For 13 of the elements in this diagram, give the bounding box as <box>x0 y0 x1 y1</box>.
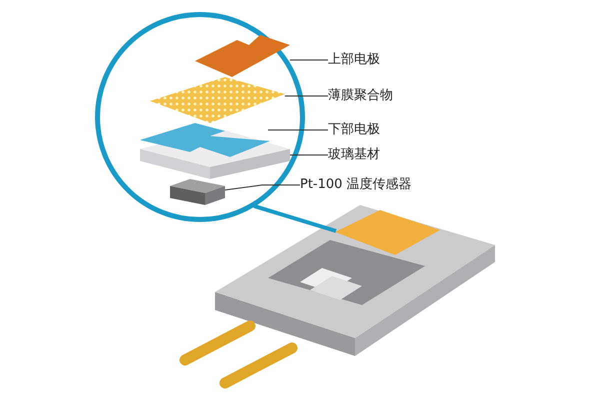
polymer-film-drawing <box>150 77 285 123</box>
part-label: 下部电极 <box>328 121 380 139</box>
sensing-window-drawing <box>335 210 440 255</box>
sensor-chip-drawing <box>170 179 225 205</box>
part-label: 上部电极 <box>328 51 380 69</box>
callout-connector <box>253 204 337 233</box>
bottom-electrode-drawing <box>140 123 270 157</box>
part-label: Pt-100 温度传感器 <box>300 176 412 194</box>
part-label: 玻璃基材 <box>328 146 380 164</box>
leader-line <box>224 184 300 190</box>
glass-substrate-drawing <box>140 129 290 179</box>
top-electrode-drawing <box>195 35 290 77</box>
part-label: 薄膜聚合物 <box>328 87 393 105</box>
